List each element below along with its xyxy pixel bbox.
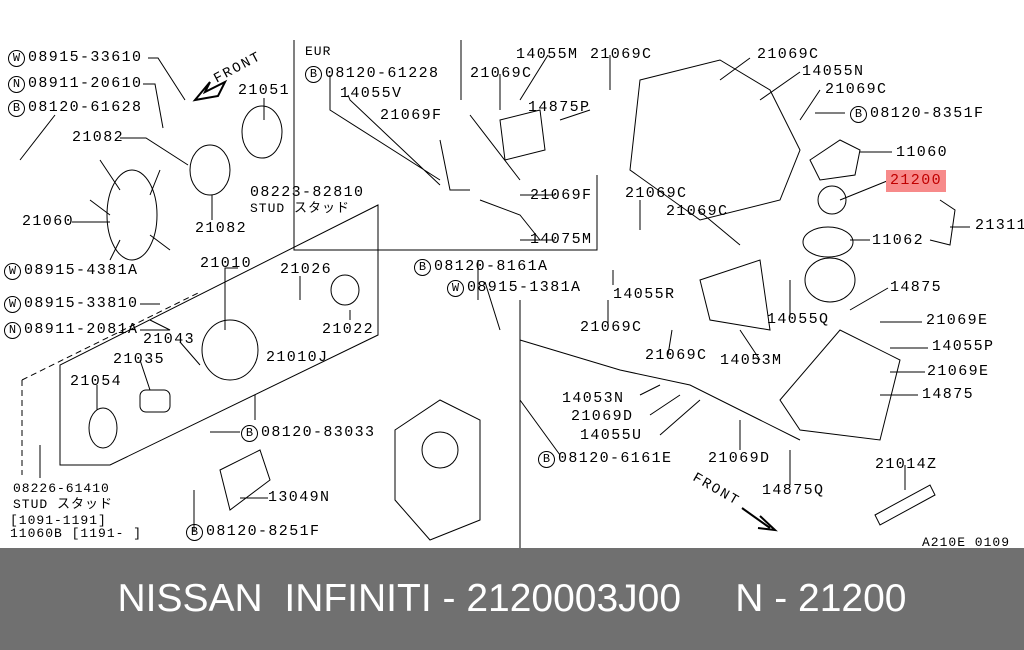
nut-mark-icon: N [4,322,21,339]
part-label[interactable]: 08223-82810 [250,184,365,201]
part-number: 08120-61228 [325,65,440,82]
washer-mark-icon: W [447,280,464,297]
part-label[interactable]: 21069E [926,312,989,329]
bolt-mark-icon: B [538,451,555,468]
part-label[interactable]: 21054 [70,373,123,390]
part-label[interactable]: 14053N [562,390,625,407]
part-label[interactable]: 21069C [580,319,643,336]
part-label[interactable]: 21069C [470,65,533,82]
part-label[interactable]: 14055N [802,63,865,80]
part-label[interactable]: 14875Q [762,482,825,499]
part-number-banner: NISSAN INFINITI - 2120003J00 N - 21200 [0,548,1024,650]
part-label[interactable]: 08226-61410 [13,481,110,496]
highlighted-part-label[interactable]: 21200 [886,170,947,192]
part-label[interactable]: 21069C [645,347,708,364]
part-label[interactable]: 21069C [825,81,888,98]
part-label[interactable]: 14875 [922,386,975,403]
part-number: 08911-20610 [28,75,143,92]
part-label[interactable]: 21082 [195,220,248,237]
part-label[interactable]: 14075M [530,231,593,248]
part-label[interactable]: 21043 [143,331,196,348]
part-label[interactable]: 14055P [932,338,995,355]
part-number: 08911-2081A [24,321,139,338]
bolt-mark-icon: B [241,425,258,442]
part-label[interactable]: 21022 [322,321,375,338]
part-label[interactable]: [1091-1191] [10,513,107,528]
part-number: 08915-33610 [28,49,143,66]
part-number: 08120-8251F [206,523,321,540]
part-label[interactable]: 21069C [625,185,688,202]
washer-mark-icon: W [8,50,25,67]
part-label[interactable]: 11062 [872,232,925,249]
part-label[interactable]: 21035 [113,351,166,368]
bolt-mark-icon: B [850,106,867,123]
part-label[interactable]: 21069D [708,450,771,467]
washer-mark-icon: W [4,296,21,313]
part-label[interactable]: 11060B [1191- ] [10,526,143,541]
part-label[interactable]: 21051 [238,82,291,99]
part-label[interactable]: 21010J [266,349,329,366]
part-label[interactable]: 21311 [975,217,1024,234]
part-number: 08915-1381A [467,279,582,296]
nut-mark-icon: N [8,76,25,93]
part-number: 08120-8161A [434,258,549,275]
part-label[interactable]: 21060 [22,213,75,230]
part-label[interactable]: 21069C [590,46,653,63]
diagram-code: A210E 0109 [922,535,1011,550]
stud-label: STUD スタッド [250,201,351,216]
part-label[interactable]: 21082 [72,129,125,146]
part-label[interactable]: 14055Q [767,311,830,328]
part-number: 08120-8351F [870,105,985,122]
part-label[interactable]: 14055U [580,427,643,444]
bolt-mark-icon: B [305,66,322,83]
part-label[interactable]: 11060 [896,144,949,161]
part-label[interactable]: 21026 [280,261,333,278]
diagram-drawing [19,40,970,548]
part-label[interactable]: 14875P [528,99,591,116]
part-label[interactable]: 21069C [757,46,820,63]
bolt-mark-icon: B [8,100,25,117]
part-label[interactable]: 14055R [613,286,676,303]
part-label[interactable]: 21014Z [875,456,938,473]
part-label[interactable]: 14053M [720,352,783,369]
part-label[interactable]: 14055V [340,85,403,102]
part-number: 08120-6161E [558,450,673,467]
bolt-mark-icon: B [414,259,431,276]
part-label[interactable]: 14875 [890,279,943,296]
stud-label: STUD スタッド [13,497,114,512]
part-label[interactable]: 21069D [571,408,634,425]
bolt-mark-icon: B [186,524,203,541]
part-number: 08120-61628 [28,99,143,116]
part-label[interactable]: 21069F [380,107,443,124]
part-label[interactable]: 21069F [530,187,593,204]
part-number: 08915-4381A [24,262,139,279]
part-label[interactable]: 14055M [516,46,579,63]
part-label[interactable]: 21069C [666,203,729,220]
part-number: 08915-33810 [24,295,139,312]
part-label[interactable]: 13049N [268,489,331,506]
part-number: 08120-83033 [261,424,376,441]
part-label[interactable]: 21010 [200,255,253,272]
washer-mark-icon: W [4,263,21,280]
region-label: EUR [305,44,332,59]
part-label[interactable]: 21069E [927,363,990,380]
